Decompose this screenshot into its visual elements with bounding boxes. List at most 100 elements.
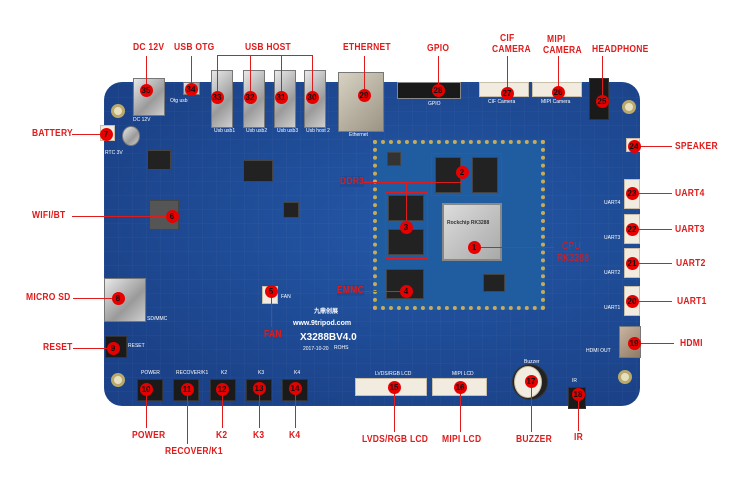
- mounting-hole: [111, 104, 125, 118]
- label-uart4: UART4: [675, 188, 705, 199]
- silk-uart2: UART2: [604, 270, 621, 276]
- cpu-marking: Rockchip RK3288: [447, 220, 490, 226]
- micro-sd-slot: [104, 278, 146, 322]
- inductor: [387, 152, 401, 166]
- silk-recover: RECOVER/K1: [176, 370, 209, 376]
- leader-line: [271, 291, 272, 327]
- label-k3: K3: [253, 430, 265, 441]
- leader-line: [217, 55, 218, 97]
- label-mipi-lcd: MIPI LCD: [442, 434, 482, 445]
- callout-marker-4: 4: [399, 284, 413, 298]
- leader-line: [187, 392, 188, 444]
- callout-marker-16: 16: [453, 380, 467, 394]
- silk-rtc: RTC 3V: [105, 150, 123, 156]
- callout-marker-22: 22: [625, 222, 639, 236]
- silk-hdmi-out: HDMI OUT: [586, 348, 611, 354]
- board-date: 2017-10-20: [303, 346, 329, 352]
- leader-line: [281, 55, 282, 97]
- label-dc12v: DC 12V: [133, 42, 165, 53]
- leader-line: [602, 56, 603, 100]
- callout-marker-28: 28: [431, 83, 445, 97]
- silk-mipi-lcd: MIPI LCD: [452, 371, 474, 377]
- leader-line: [531, 383, 532, 432]
- callout-marker-13: 13: [252, 381, 266, 395]
- leader-line: [222, 392, 223, 428]
- callout-marker-26: 26: [551, 85, 565, 99]
- silk-reset: RESET: [128, 343, 145, 349]
- leader-line: [364, 56, 365, 94]
- mounting-hole: [622, 100, 636, 114]
- leader-line: [72, 134, 104, 135]
- callout-marker-24: 24: [627, 139, 641, 153]
- leader-line: [73, 298, 118, 299]
- gpio-header: [397, 82, 461, 99]
- silk-uart1: UART1: [604, 305, 621, 311]
- silk-ir: IR: [572, 378, 577, 384]
- label-wifi-bt: WIFI/BT: [32, 210, 66, 221]
- leader-line: [406, 182, 407, 227]
- ic-chip: [243, 160, 273, 182]
- label-cif-camera: CAMERA: [492, 44, 531, 55]
- silk-usb4: Usb host 2: [306, 128, 330, 134]
- label-cpu-model: RK3288: [557, 253, 590, 264]
- callout-marker-29: 29: [357, 88, 371, 102]
- silk-mipi-cam: MIPI Camera: [541, 99, 571, 105]
- label-uart2: UART2: [676, 258, 706, 269]
- silk-usb1: Usb usb1: [214, 128, 236, 134]
- leader-line: [634, 343, 674, 344]
- label-k4: K4: [289, 430, 301, 441]
- label-headphone: HEADPHONE: [592, 44, 649, 55]
- label-emmc: EMMC: [337, 285, 365, 296]
- mounting-hole: [111, 373, 125, 387]
- label-reset: RESET: [43, 342, 73, 353]
- leader-line: [295, 392, 296, 428]
- leader-line: [146, 56, 147, 90]
- leader-line: [359, 291, 406, 292]
- ethernet-jack: [338, 72, 384, 132]
- wifi-bt-module: [149, 200, 179, 230]
- callout-marker-12: 12: [215, 382, 229, 396]
- callout-marker-20: 20: [625, 294, 639, 308]
- board-brand-cn: 九鼎创展: [314, 309, 339, 315]
- label-uart3: UART3: [675, 224, 705, 235]
- pmic-chip: [483, 274, 505, 292]
- callout-marker-34: 34: [184, 82, 198, 96]
- label-buzzer: BUZZER: [516, 434, 553, 445]
- leader-line: [217, 55, 313, 56]
- leader-line: [460, 392, 461, 432]
- label-lvds-rgb-lcd: LVDS/RGB LCD: [362, 434, 429, 445]
- silk-usb3: Usb usb3: [277, 128, 299, 134]
- silk-k2: K2: [221, 370, 228, 376]
- label-battery: BATTERY: [32, 128, 73, 139]
- callout-marker-15: 15: [387, 380, 401, 394]
- silk-ethernet: Ethernet: [349, 132, 368, 138]
- callout-marker-1: 1: [467, 240, 481, 254]
- silk-otg: Otg usb: [170, 98, 188, 104]
- callout-marker-23: 23: [625, 186, 639, 200]
- callout-marker-8: 8: [111, 291, 125, 305]
- leader-line: [250, 55, 251, 97]
- callout-marker-9: 9: [106, 341, 120, 355]
- silk-fan: FAN: [281, 294, 291, 300]
- leader-line: [632, 301, 672, 302]
- leader-line: [73, 348, 113, 349]
- label-k2: K2: [216, 430, 228, 441]
- leader-line: [474, 247, 554, 248]
- leader-line: [578, 395, 579, 431]
- board-website: www.9tripod.com: [293, 320, 352, 327]
- capacitor: [122, 126, 140, 146]
- leader-line: [632, 229, 672, 230]
- callout-marker-3: 3: [399, 220, 413, 234]
- callout-marker-5: 5: [264, 284, 278, 298]
- callout-marker-7: 7: [99, 127, 113, 141]
- label-mipi: MIPI: [547, 34, 566, 45]
- leader-line: [507, 56, 508, 92]
- label-ddr3: DDR3: [340, 176, 365, 187]
- label-power: POWER: [132, 430, 166, 441]
- label-cpu: CPU: [562, 241, 581, 252]
- leader-line: [438, 56, 439, 90]
- label-micro-sd: MICRO SD: [26, 292, 71, 303]
- inductor: [147, 150, 171, 170]
- leader-line: [634, 146, 672, 147]
